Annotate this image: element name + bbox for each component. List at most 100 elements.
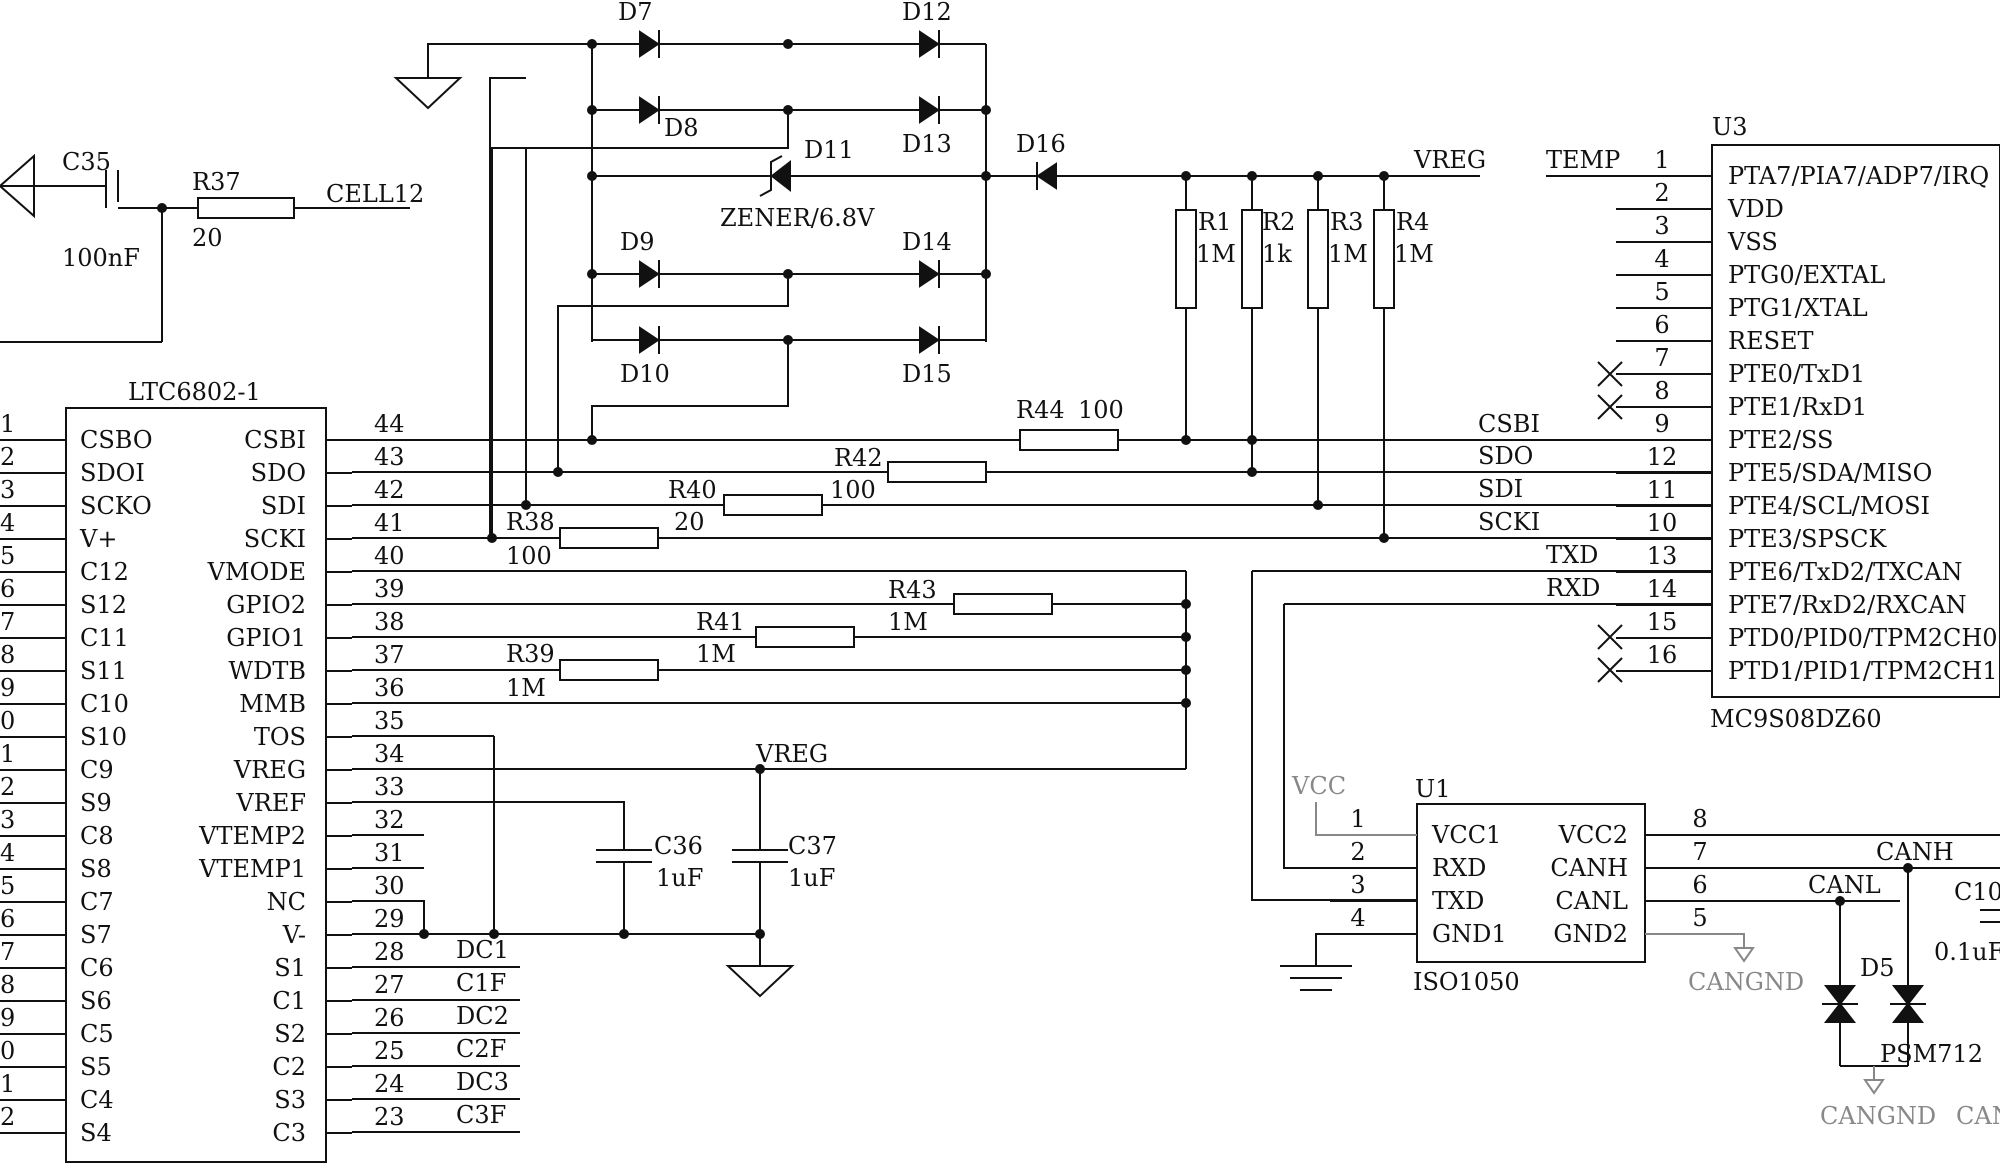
u1-left-pin-name: TXD (1432, 887, 1484, 915)
r37-value: 20 (192, 224, 223, 252)
u3-pin-num: 10 (1647, 509, 1678, 537)
dc1-label: DC1 (456, 936, 509, 964)
d13-label: D13 (902, 130, 952, 158)
u3-pin-num: 4 (1654, 245, 1669, 273)
vreg-mid-label: VREG (755, 740, 828, 768)
ltc-left-pin-num: 1 (0, 410, 15, 438)
u3-pin-name: PTE5/SDA/MISO (1728, 459, 1932, 487)
vreg-top-label: VREG (1413, 146, 1486, 174)
temp-label: TEMP (1546, 146, 1620, 174)
r40-ref: R40 (668, 476, 717, 504)
ltc-right-pin-num: 24 (374, 1070, 405, 1098)
ltc-right-pin-name: GPIO1 (226, 624, 306, 652)
ltc-left-pin-num: 8 (0, 971, 15, 999)
csbi-label: CSBI (1478, 410, 1540, 438)
ltc-left-pin-num: 7 (0, 938, 15, 966)
d11-label: D11 (804, 136, 854, 164)
diode-network: D7 D12 D8 D13 D11 ZENER/6.8V D16 D9 D14 … (393, 0, 1486, 538)
u3-pin-num: 12 (1647, 443, 1678, 471)
u1-left-pin-num: 3 (1350, 871, 1365, 899)
u1-left-pin-name: GND1 (1432, 920, 1507, 948)
c1f-label: C1F (456, 969, 506, 997)
u1-right-pin-name: CANH (1550, 854, 1628, 882)
u3-pin-name: PTG1/XTAL (1728, 294, 1868, 322)
u3-mcu: U3 MC9S08DZ60 1PTA7/PIA7/ADP7/IRQ2VDD3VS… (1597, 113, 2000, 733)
c36-value: 1uF (656, 864, 703, 892)
scki-label: SCKI (1478, 508, 1540, 536)
can-interface: VCC CANGND CANH CANL D5 PSM712 CANGND CA… (1280, 772, 2000, 1130)
ltc-right-pin-num: 38 (374, 608, 405, 636)
u1-right-pin-name: VCC2 (1558, 821, 1628, 849)
ltc-right-pin-num: 27 (374, 971, 405, 999)
d15-label: D15 (902, 360, 952, 388)
ltc-left-pin-name: C10 (80, 690, 129, 718)
vcc-label: VCC (1291, 772, 1346, 800)
ltc-right-pin-num: 36 (374, 674, 405, 702)
d14-label: D14 (902, 228, 952, 256)
u3-pin-name: PTE6/TxD2/TXCAN (1728, 558, 1963, 586)
u3-pin-num: 13 (1647, 542, 1678, 570)
u1-right-pin-name: CANL (1555, 887, 1628, 915)
u3-pin-name: PTE1/RxD1 (1728, 393, 1867, 421)
dc2-label: DC2 (456, 1002, 509, 1030)
d7-label: D7 (618, 0, 653, 26)
ltc-left-pin-num: 9 (0, 674, 15, 702)
cangnd3-label: CAN (1956, 1102, 2000, 1130)
ltc-left-pin-name: C8 (80, 822, 114, 850)
ltc-right-pin-name: VMODE (207, 558, 306, 586)
ltc-left-pin-name: S12 (80, 591, 127, 619)
u3-part: MC9S08DZ60 (1710, 705, 1882, 733)
ltc-right-pin-name: VREG (233, 756, 306, 784)
u3-pin-name: PTE2/SS (1728, 426, 1834, 454)
r1-value: 1M (1196, 240, 1236, 268)
no-connect-marks (1597, 361, 1623, 683)
u1-ref: U1 (1415, 775, 1451, 803)
d12-label: D12 (902, 0, 952, 26)
vref-caps: C36 1uF C37 1uF VREG DC1 C1F DC2 C2F DC3… (352, 735, 837, 1133)
ltc-left-pin-name: C9 (80, 756, 114, 784)
ltc-left-pin-num: 5 (0, 872, 15, 900)
ltc-right-pin-name: C1 (272, 987, 306, 1015)
r3-ref: R3 (1330, 208, 1363, 236)
ltc-left-pin-num: 7 (0, 608, 15, 636)
canh-label: CANH (1876, 838, 1954, 866)
ltc-right-pin-num: 30 (374, 872, 405, 900)
ltc-left-pin-num: 6 (0, 575, 15, 603)
u1-left-pin-num: 2 (1350, 838, 1365, 866)
r3-value: 1M (1328, 240, 1368, 268)
d8-label: D8 (664, 114, 699, 142)
r44-value: 100 (1078, 396, 1124, 424)
r44-ref: R44 (1016, 396, 1065, 424)
ltc-right-pin-name: S3 (274, 1086, 306, 1114)
ltc-right-pin-name: MMB (239, 690, 306, 718)
ltc-left-pin-name: V+ (79, 525, 117, 553)
u3-pin-name: PTD0/PID0/TPM2CH0 (1728, 624, 1998, 652)
spi-bus: R44 100 R42 100 R40 20 R38 100 CSBI SDO … (352, 148, 1712, 570)
ltc-left-pin-num: 1 (0, 740, 15, 768)
ltc-right-pin-num: 25 (374, 1037, 405, 1065)
d10-label: D10 (620, 360, 670, 388)
u3-pin-num: 14 (1647, 575, 1678, 603)
ltc6802-right-pins: 44CSBI43SDO42SDI41SCKI40VMODE39GPIO238GP… (198, 410, 404, 1147)
c35-value: 100nF (62, 244, 140, 272)
c10-value: 0.1uF (1934, 938, 2000, 966)
ltc-right-pin-num: 32 (374, 806, 405, 834)
ltc-right-pin-name: TOS (254, 723, 306, 751)
pullup-resistors: R1 1M R2 1k R3 1M R4 1M (1175, 176, 1434, 538)
r41-value: 1M (696, 640, 736, 668)
u3-pin-name: PTA7/PIA7/ADP7/IRQ (1728, 162, 1989, 190)
cell12-label: CELL12 (326, 180, 424, 208)
ltc-left-pin-name: C6 (80, 954, 114, 982)
r1-ref: R1 (1198, 208, 1231, 236)
ltc-right-pin-num: 42 (374, 476, 405, 504)
ltc-left-pin-num: 2 (0, 773, 15, 801)
u3-pin-name: PTE4/SCL/MOSI (1728, 492, 1930, 520)
d9-label: D9 (620, 228, 655, 256)
ltc-right-pin-num: 37 (374, 641, 405, 669)
u1-right-pin-num: 7 (1692, 838, 1707, 866)
ltc-right-pin-name: VREF (235, 789, 306, 817)
r38-value: 100 (506, 542, 552, 570)
ltc6802-name: LTC6802-1 (128, 378, 261, 406)
ltc-left-pin-name: SCKO (80, 492, 152, 520)
ltc-right-pin-name: C3 (272, 1119, 306, 1147)
